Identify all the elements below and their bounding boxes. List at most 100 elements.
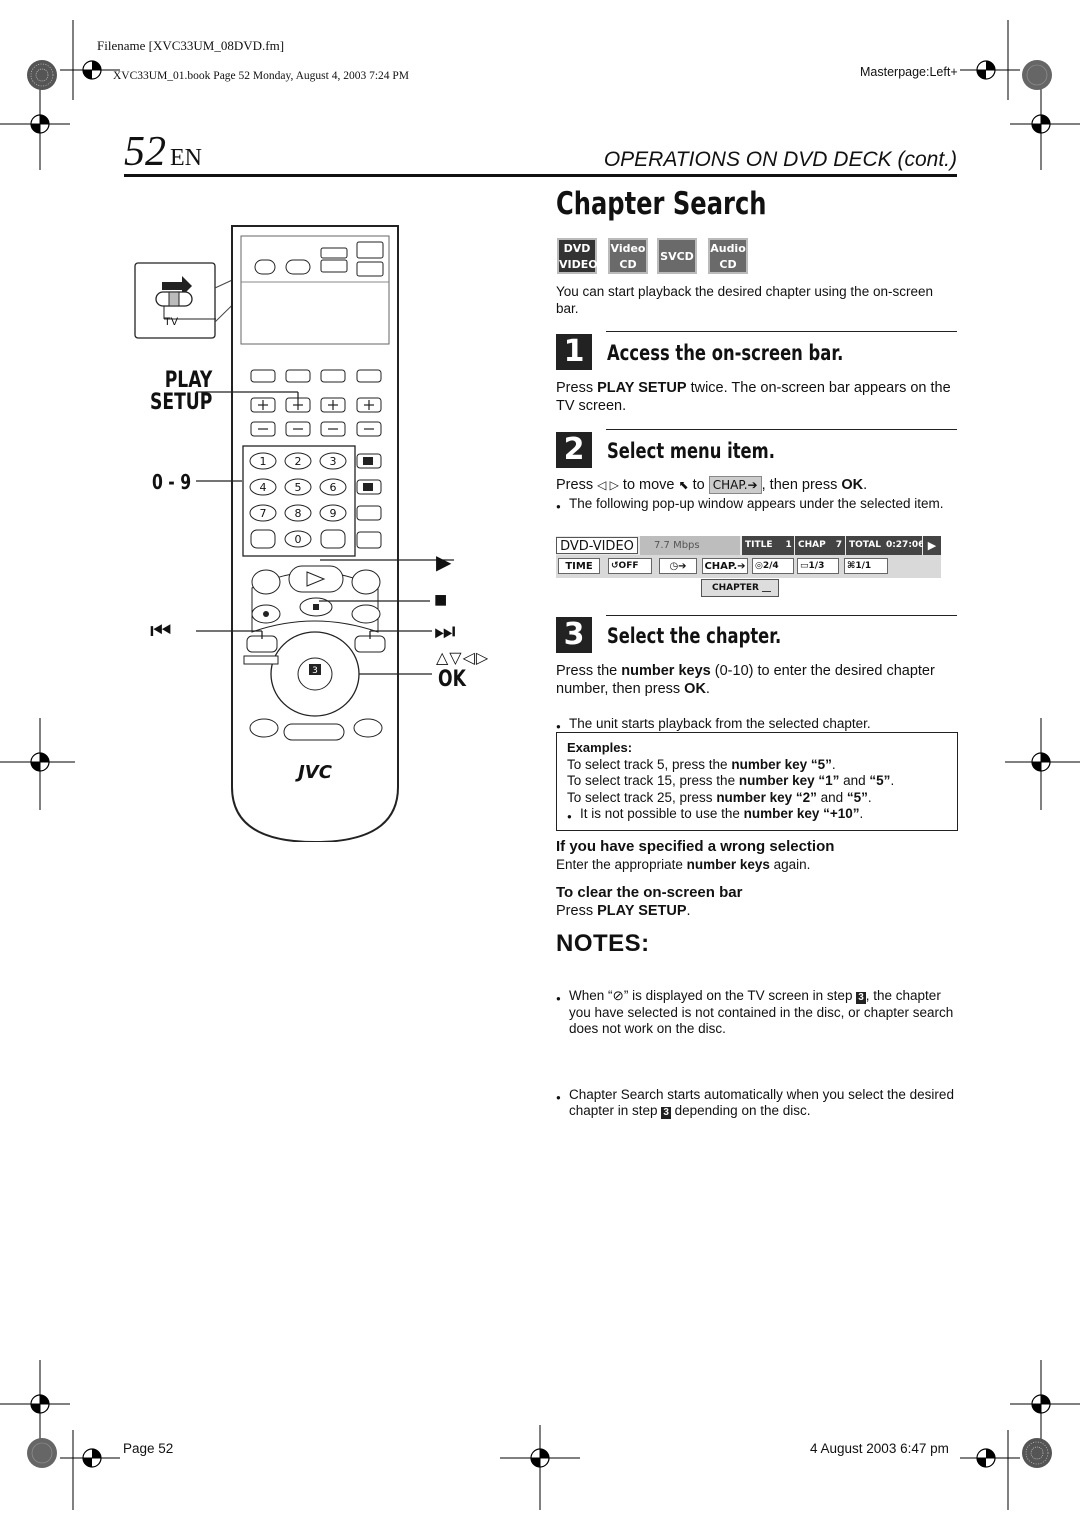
example-line-2-e: . <box>890 773 895 788</box>
osd-time-button: TIME <box>558 558 600 574</box>
note-1: When “⊘” is displayed on the TV screen i… <box>556 988 954 1038</box>
osd-off-label: OFF <box>618 561 639 571</box>
dvd-video-logo-top: DVD <box>563 242 591 255</box>
example-bullet: It is not possible to use the number key… <box>567 806 947 825</box>
osd-chap-button: CHAP.➔ <box>702 558 748 574</box>
osd-play-icon: ▶ <box>923 536 941 555</box>
clear-text-a: Press <box>556 903 598 919</box>
note-2-a: Chapter Search starts automatically when… <box>569 1086 954 1119</box>
note-2-step: 3 <box>661 1107 671 1119</box>
step2-text-e: . <box>863 477 868 493</box>
step2-text-d: , then press <box>761 477 842 493</box>
step3-number: 3 <box>556 617 592 653</box>
key-2: 2 <box>295 455 302 468</box>
example-line-3: To select track 25, press number key “2”… <box>567 790 947 807</box>
osd-total-box: TOTAL 0:27:06 <box>846 536 925 555</box>
note-1-c: , the chapter you have selected is not c… <box>569 988 954 1036</box>
osd-chap-label: CHAP <box>798 540 826 550</box>
osd-audio-button: ◎2/4 <box>752 558 794 574</box>
osd-bitrate: 7.7 Mbps <box>640 536 740 555</box>
example-line-1-c: . <box>831 756 836 772</box>
step2-number: 2 <box>556 432 592 468</box>
osd-time-search-button: ◷➔ <box>659 558 697 574</box>
prev-key-label: ⏮ <box>150 618 172 645</box>
page-number-suffix: EN <box>170 145 202 171</box>
examples-box: Examples: To select track 5, press the n… <box>556 732 958 831</box>
key-0: 0 <box>295 533 302 546</box>
dvd-video-logo: DVD VIDEO <box>557 238 598 274</box>
step3-text-a: Press the <box>556 663 622 679</box>
step2-rule <box>606 429 957 430</box>
note-1-a: When “ <box>569 988 613 1003</box>
osd-angle-button: ⌘1/1 <box>844 558 888 574</box>
key-1: 1 <box>260 455 267 468</box>
step1-title: Access the on-screen bar. <box>607 341 844 365</box>
osd-subtitle-button: ▭1/3 <box>797 558 839 574</box>
osd-title-label: TITLE <box>745 540 773 550</box>
key-7: 7 <box>260 507 267 520</box>
remote-control-illustration: 1 2 3 4 5 6 7 8 9 0 3 JVC <box>134 225 454 842</box>
step1-number: 1 <box>556 334 592 370</box>
nav-center-key: 3 <box>312 666 318 676</box>
osd-subtitle-value: 1/3 <box>808 561 825 571</box>
osd-total-value: 0:27:06 <box>885 540 925 550</box>
key-5: 5 <box>295 481 302 494</box>
step1-text-a: Press <box>556 380 598 396</box>
cursor-keys-label: △▽◁▷ <box>436 650 490 667</box>
osd-audio-value: 2/4 <box>762 561 779 571</box>
audio-cd-logo-top: Audio <box>710 242 746 255</box>
wrong-number-keys: number keys <box>686 857 770 872</box>
audio-icon: ◎ <box>755 561 763 571</box>
section-title: OPERATIONS ON DVD DECK (cont.) <box>603 148 957 171</box>
example-line-3-a: To select track 25, press <box>567 789 717 805</box>
next-key-label: ⏭ <box>434 618 456 645</box>
key-8: 8 <box>295 507 302 520</box>
example-bullet-key: number key “+10” <box>743 806 860 821</box>
key-6: 6 <box>330 481 337 494</box>
step3-bullet: The unit starts playback from the select… <box>556 716 949 735</box>
clear-bar-heading: To clear the on-screen bar <box>556 884 743 901</box>
example-line-2-a: To select track 15, press the <box>567 773 739 788</box>
step2-text-a: Press <box>556 477 598 493</box>
example-line-3-key: number key “2” <box>716 789 817 805</box>
step2-text-c: to <box>688 477 709 493</box>
step2-ok: OK <box>841 477 864 493</box>
note-1-b: ” is displayed on the TV screen in step <box>623 988 857 1003</box>
number-keys-label: 0 - 9 <box>152 470 192 494</box>
page-number-value: 52 <box>124 129 166 175</box>
osd-title-value: 1 <box>785 540 792 550</box>
example-line-1: To select track 5, press the number key … <box>567 757 947 774</box>
ok-key-label: OK <box>438 667 466 692</box>
step2-title: Select menu item. <box>607 439 775 463</box>
example-bullet-a: It is not possible to use the <box>580 806 744 821</box>
svcd-logo-top: SVCD <box>660 250 694 263</box>
osd-chapter-popup: CHAPTER __ <box>701 579 779 597</box>
play-setup-label-line2: SETUP <box>150 390 213 415</box>
notes-heading: NOTES: <box>556 930 650 957</box>
key-3: 3 <box>330 455 337 468</box>
step3-text-c: (0-10) to enter the desired chapter numb… <box>556 663 935 697</box>
wrong-selection-text: Enter the appropriate number keys again. <box>556 857 810 874</box>
step2-arrows: ◁ ▷ <box>597 478 619 492</box>
example-line-3-e: . <box>867 789 872 805</box>
example-line-2-key: number key “1” <box>738 773 840 788</box>
video-cd-logo-top: Video <box>610 242 646 255</box>
video-cd-logo-bottom: CD <box>619 258 637 271</box>
wrong-text-c: again. <box>769 857 811 872</box>
example-line-1-a: To select track 5, press the <box>567 756 732 772</box>
header-rule <box>124 174 957 177</box>
step2-text: Press ◁ ▷ to move ⬉ to CHAP.➔, then pres… <box>556 476 956 494</box>
dvd-video-logo-bottom: VIDEO <box>559 258 598 271</box>
osd-total-label: TOTAL <box>849 540 881 550</box>
example-bullet-c: . <box>859 806 864 821</box>
step2-bullet: The following pop-up window appears unde… <box>556 496 949 515</box>
tv-switch-label: TV <box>164 316 179 328</box>
osd-title-box: TITLE 1 <box>742 536 794 555</box>
chap-button-inline: CHAP.➔ <box>708 476 762 494</box>
footer-page: Page 52 <box>123 1441 174 1456</box>
play-setup-label: PLAY SETUP <box>150 370 212 414</box>
